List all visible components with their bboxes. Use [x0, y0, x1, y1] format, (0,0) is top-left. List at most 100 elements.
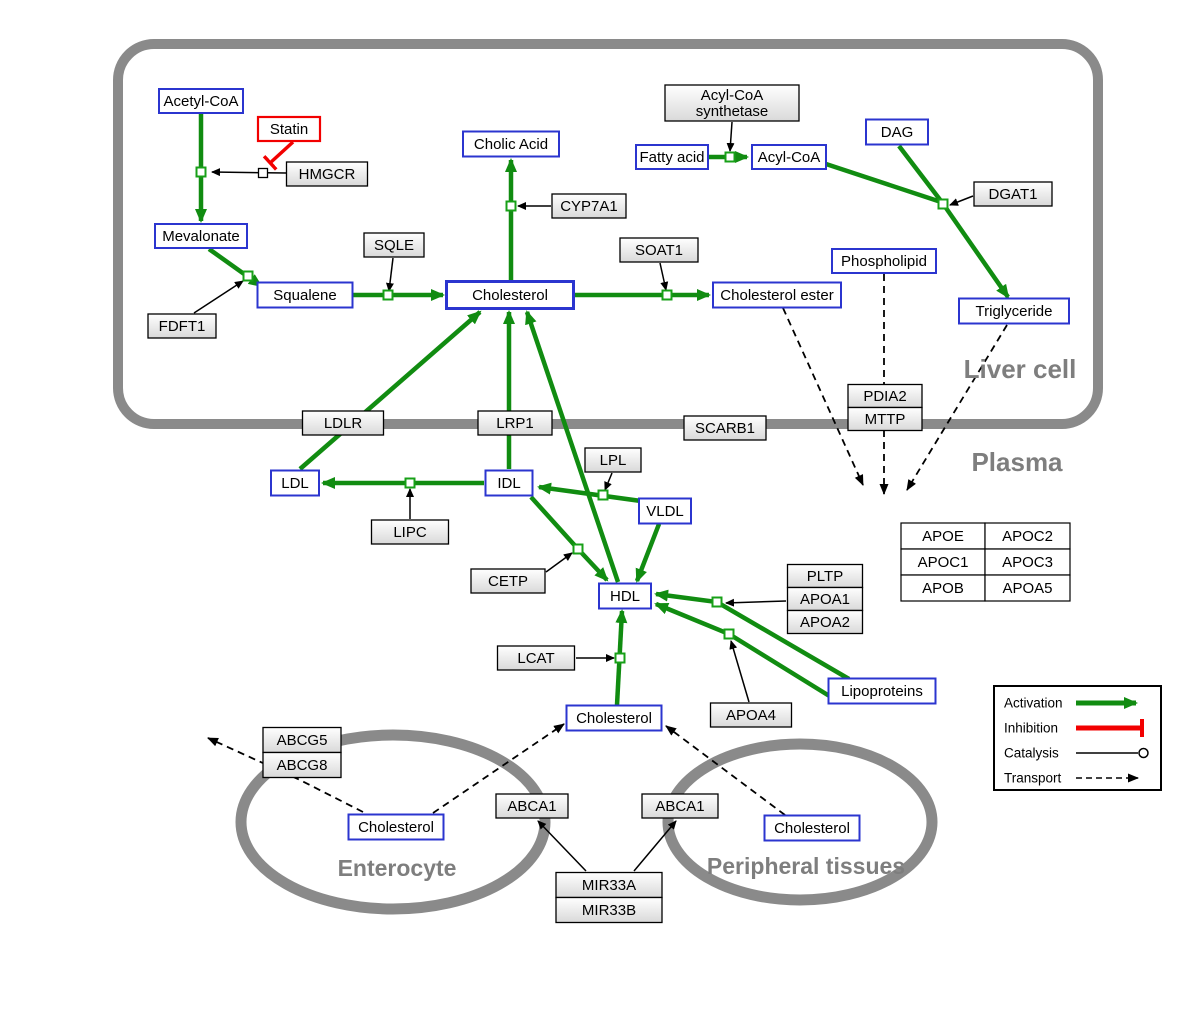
legend-label-transport: Transport	[1004, 771, 1062, 786]
node-mir33b[interactable]: MIR33B	[555, 896, 663, 924]
edge-sqle-catalysis	[385, 257, 394, 292]
reaction-junction	[242, 270, 254, 282]
edge-enterocyte-cholesterol-excretion	[207, 737, 364, 813]
node-mevalonate[interactable]: Mevalonate	[154, 223, 248, 249]
node-label-statin: Statin	[270, 121, 308, 138]
node-apoa1[interactable]: APOA1	[786, 586, 864, 612]
node-label-apoa1: APOA1	[800, 591, 850, 608]
node-box-cyp7a1	[551, 193, 627, 219]
node-box-mir33b	[555, 896, 663, 924]
node-box-mevalonate	[154, 223, 248, 249]
node-cholesterol-ester[interactable]: Cholesterol ester	[712, 281, 842, 309]
apo-table-cell-apoe[interactable]: APOE	[900, 522, 986, 550]
node-label-hdl: HDL	[610, 588, 640, 605]
node-label-abca1-left: ABCA1	[507, 798, 556, 815]
edge-peripheral-cholesterol-to-plasma	[665, 725, 786, 816]
node-abcg8[interactable]: ABCG8	[262, 751, 342, 779]
node-hdl[interactable]: HDL	[598, 582, 652, 610]
reaction-junction	[711, 596, 723, 608]
node-lcat[interactable]: LCAT	[496, 645, 576, 671]
node-acetyl-coa[interactable]: Acetyl-CoA	[158, 88, 244, 114]
node-abca1-right[interactable]: ABCA1	[641, 793, 719, 819]
node-cholesterol-peripheral[interactable]: Cholesterol	[763, 814, 861, 842]
enterocyte-label: Enterocyte	[338, 855, 457, 881]
regulation-site-square	[257, 167, 269, 179]
node-box-hmgcr	[285, 161, 369, 187]
node-box-lipoproteins	[827, 677, 937, 705]
node-cetp[interactable]: CETP	[470, 568, 546, 594]
node-squalene[interactable]: Squalene	[256, 281, 354, 309]
node-cholic-acid[interactable]: Cholic Acid	[462, 130, 560, 158]
node-ldl[interactable]: LDL	[270, 469, 320, 497]
node-box-apoa2	[786, 609, 864, 635]
node-statin[interactable]: Statin	[256, 115, 322, 143]
junctions-layer	[195, 151, 949, 664]
node-fdft1[interactable]: FDFT1	[147, 313, 217, 339]
node-apoa4[interactable]: APOA4	[709, 702, 793, 728]
reaction-junction	[937, 198, 949, 210]
node-abcg5[interactable]: ABCG5	[262, 726, 342, 754]
node-cholesterol-plasma[interactable]: Cholesterol	[565, 704, 663, 732]
node-acyl-coa[interactable]: Acyl-CoA	[751, 144, 827, 170]
node-label-dgat1: DGAT1	[989, 186, 1038, 203]
node-cholesterol-liver[interactable]: Cholesterol	[445, 280, 575, 310]
edge-acylcoa-to-dgat-junction	[825, 161, 942, 205]
node-box-statin	[256, 115, 322, 143]
legend-item-inhibition: Inhibition	[1004, 719, 1144, 737]
edge-dgat-junction-to-triglyceride	[944, 206, 1010, 299]
node-phospholipid[interactable]: Phospholipid	[831, 248, 937, 274]
node-label-lcat: LCAT	[517, 650, 554, 667]
apo-table-cell-apoc1[interactable]: APOC1	[900, 548, 986, 576]
node-ldlr[interactable]: LDLR	[301, 410, 385, 436]
node-label-vldl: VLDL	[646, 503, 684, 520]
node-idl[interactable]: IDL	[484, 469, 534, 497]
node-pdia2[interactable]: PDIA2	[847, 383, 923, 409]
node-label-cholesterol-liver: Cholesterol	[472, 287, 548, 304]
node-mir33a[interactable]: MIR33A	[555, 871, 663, 899]
edge-hdl-to-liver-cholesterol	[524, 310, 621, 583]
apo-table-cell-apob[interactable]: APOB	[900, 574, 986, 602]
node-lpl[interactable]: LPL	[584, 447, 642, 473]
node-label-scarb1: SCARB1	[695, 420, 755, 437]
reaction-junction	[614, 652, 626, 664]
node-pltp[interactable]: PLTP	[786, 563, 864, 589]
apo-cell-box	[900, 574, 986, 602]
node-fatty-acid[interactable]: Fatty acid	[635, 144, 709, 170]
legend-item-activation: Activation	[1004, 696, 1138, 711]
apo-table-cell-apoc3[interactable]: APOC3	[984, 548, 1071, 576]
node-box-cholesterol-plasma	[565, 704, 663, 732]
node-label-pdia2: PDIA2	[863, 388, 906, 405]
node-triglyceride[interactable]: Triglyceride	[958, 297, 1070, 325]
node-lipc[interactable]: LIPC	[370, 519, 450, 545]
node-box-lcat	[496, 645, 576, 671]
node-label-lrp1: LRP1	[496, 415, 534, 432]
node-abca1-left[interactable]: ABCA1	[495, 793, 569, 819]
node-label-abcg5: ABCG5	[277, 732, 328, 749]
node-scarb1[interactable]: SCARB1	[683, 415, 767, 441]
edge-dag-to-dgat-junction	[897, 144, 943, 203]
node-dag[interactable]: DAG	[865, 118, 929, 146]
node-lrp1[interactable]: LRP1	[477, 410, 553, 436]
node-mttp[interactable]: MTTP	[847, 406, 923, 432]
apo-table-cell-apoc2[interactable]: APOC2	[984, 522, 1071, 550]
node-hmgcr[interactable]: HMGCR	[285, 161, 369, 187]
node-cyp7a1[interactable]: CYP7A1	[551, 193, 627, 219]
node-soat1[interactable]: SOAT1	[619, 237, 699, 263]
peripheral-tissues-label: Peripheral tissues	[707, 853, 905, 879]
apo-cell-label: APOC2	[1002, 528, 1053, 545]
node-lipoproteins[interactable]: Lipoproteins	[827, 677, 937, 705]
node-vldl[interactable]: VLDL	[638, 497, 692, 525]
node-cholesterol-enterocyte[interactable]: Cholesterol	[347, 813, 445, 841]
node-dgat1[interactable]: DGAT1	[973, 181, 1053, 207]
apo-table-cell-apoa5[interactable]: APOA5	[984, 574, 1071, 602]
apo-cell-label: APOC3	[1002, 554, 1053, 571]
legend-inhibition-bar	[1140, 719, 1144, 737]
node-apoa2[interactable]: APOA2	[786, 609, 864, 635]
reaction-junction	[505, 200, 517, 212]
node-sqle[interactable]: SQLE	[363, 232, 425, 258]
node-label-ldl: LDL	[281, 475, 309, 492]
